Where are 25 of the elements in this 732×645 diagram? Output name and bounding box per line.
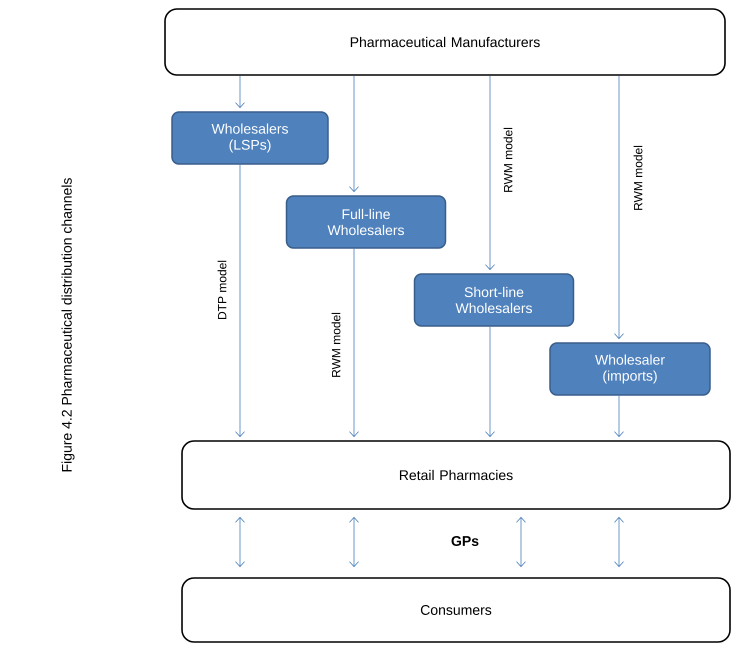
edge-label: RWM model: [502, 126, 514, 194]
arrow: [485, 326, 495, 438]
arrow: [235, 516, 245, 568]
arrow: [614, 516, 624, 568]
arrow: [485, 75, 495, 270]
arrow: [235, 75, 245, 108]
arrow: [614, 395, 624, 438]
wholesaler-box: Wholesalers (LSPs): [171, 111, 329, 165]
edge-label: DTP model: [216, 259, 228, 321]
edge-label: RWM model: [632, 144, 644, 212]
wholesaler-box: Wholesaler (imports): [549, 342, 711, 396]
stage-box: Pharmaceutical Manufacturers: [164, 8, 726, 76]
actor-label: GPs: [452, 536, 478, 546]
arrow: [235, 164, 245, 438]
arrow: [614, 75, 624, 340]
stage-box: Consumers: [181, 577, 731, 643]
wholesaler-box: Full-line Wholesalers: [286, 195, 446, 249]
arrow: [516, 516, 526, 568]
arrow: [349, 516, 359, 568]
wholesaler-box: Short-line Wholesalers: [414, 273, 574, 327]
arrow: [349, 75, 359, 192]
stage-box: Retail Pharmacies: [181, 440, 731, 510]
arrow: [349, 248, 359, 438]
figure-caption: Figure 4.2 Pharmaceutical distribution channels: [61, 178, 75, 472]
edge-label: RWM model: [330, 311, 342, 379]
